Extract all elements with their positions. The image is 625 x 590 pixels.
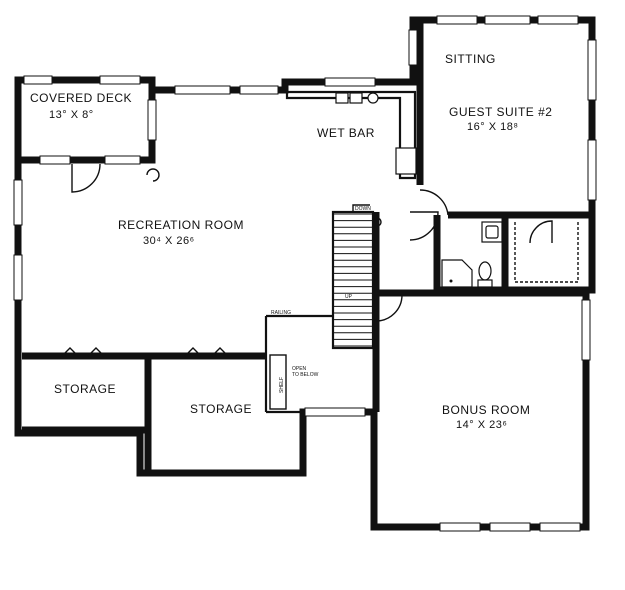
dim-covered-deck: 13° X 8° [49, 109, 94, 121]
label-storage-left: STORAGE [54, 382, 116, 396]
note-shelf: SHELF [279, 377, 285, 393]
dim-guest-suite: 16° X 18⁸ [467, 121, 518, 133]
bathroom-fixtures [441, 221, 503, 288]
label-recreation-room: RECREATION ROOM [118, 218, 244, 232]
windows [13, 15, 597, 532]
shelf-box [269, 354, 287, 410]
room-labels: COVERED DECK 13° X 8° WET BAR SITTING GU… [30, 52, 552, 431]
dim-recreation-room: 30⁴ X 26⁶ [143, 235, 195, 247]
staircase [331, 204, 382, 350]
doors [61, 163, 579, 357]
label-bonus-room: BONUS ROOM [442, 403, 530, 417]
note-open-1: OPEN [292, 366, 307, 372]
label-covered-deck: COVERED DECK [30, 91, 132, 105]
note-open-2: TO BELOW [292, 372, 319, 378]
dim-bonus-room: 14° X 23⁶ [456, 419, 507, 431]
note-down: DOWN [355, 206, 371, 212]
plan-notes: DOWN UP RAILING SHELF OPEN TO BELOW [271, 206, 371, 393]
label-guest-suite: GUEST SUITE #2 [449, 105, 552, 119]
label-storage-right: STORAGE [190, 402, 252, 416]
note-railing: RAILING [271, 310, 291, 316]
label-wet-bar: WET BAR [317, 126, 375, 140]
wet-bar-fixtures [335, 92, 417, 175]
note-up: UP [345, 294, 353, 300]
label-sitting: SITTING [445, 52, 496, 66]
